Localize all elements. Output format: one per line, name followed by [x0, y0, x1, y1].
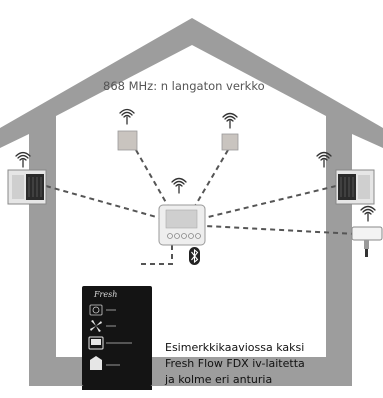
link-sensor-outdoor — [205, 225, 357, 235]
caption-line: Esimerkkikaaviossa kaksi — [165, 341, 305, 354]
link-controller-wired — [140, 245, 173, 265]
phone-app — [82, 286, 152, 390]
caption-line: Fresh Flow FDX iv-laitetta — [165, 357, 305, 370]
link-unit-right — [203, 185, 337, 219]
fresh-flow-unit-right — [335, 169, 375, 205]
fresh-flow-unit-left — [7, 169, 47, 205]
network-label: 868 MHz: n langaton verkko — [103, 79, 265, 93]
link-sensor-left — [135, 149, 169, 207]
wifi-icon-sensor-outdoor — [360, 205, 376, 222]
sensor-right — [221, 133, 239, 151]
sensor-outdoor — [351, 226, 383, 257]
link-sensor-right — [194, 149, 229, 207]
caption-line: ja kolme eri anturia — [165, 373, 273, 386]
phone-app-title: Fresh — [94, 290, 118, 299]
link-unit-left — [45, 185, 161, 219]
caption: Esimerkkikaaviossa kaksi Fresh Flow FDX … — [165, 340, 305, 388]
wifi-icon-sensor-right — [222, 112, 238, 129]
fan-unit-icon — [89, 304, 103, 316]
device-screen-icon — [88, 336, 104, 350]
wifi-icon-controller — [171, 177, 187, 194]
wifi-icon-sensor-left — [119, 108, 135, 125]
fan-blades-icon — [90, 320, 102, 332]
wifi-icon-unit-right — [316, 151, 332, 168]
house-outline — [0, 18, 383, 386]
bluetooth-icon — [189, 247, 200, 265]
sensor-left — [117, 130, 138, 151]
wall-controller — [158, 204, 206, 246]
wireless-links — [45, 149, 357, 265]
door-icon — [90, 356, 102, 370]
wifi-icon-unit-left — [15, 151, 31, 168]
